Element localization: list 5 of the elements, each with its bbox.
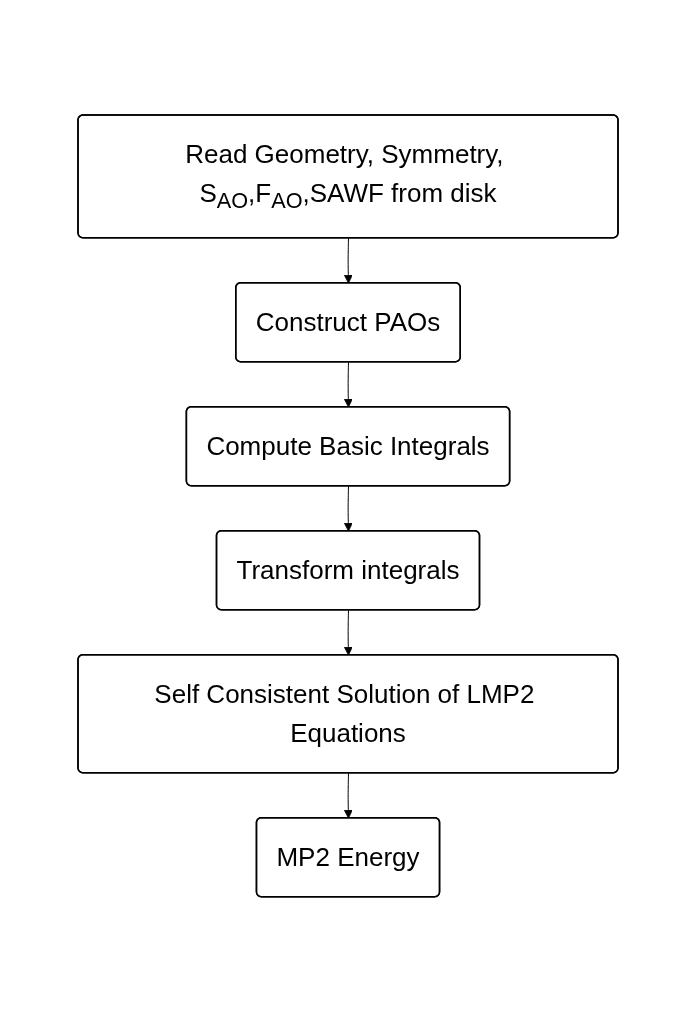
arrow: [343, 237, 353, 284]
arrow: [343, 609, 353, 656]
arrow: [343, 485, 353, 532]
arrow: [343, 361, 353, 408]
arrow: [343, 772, 353, 819]
